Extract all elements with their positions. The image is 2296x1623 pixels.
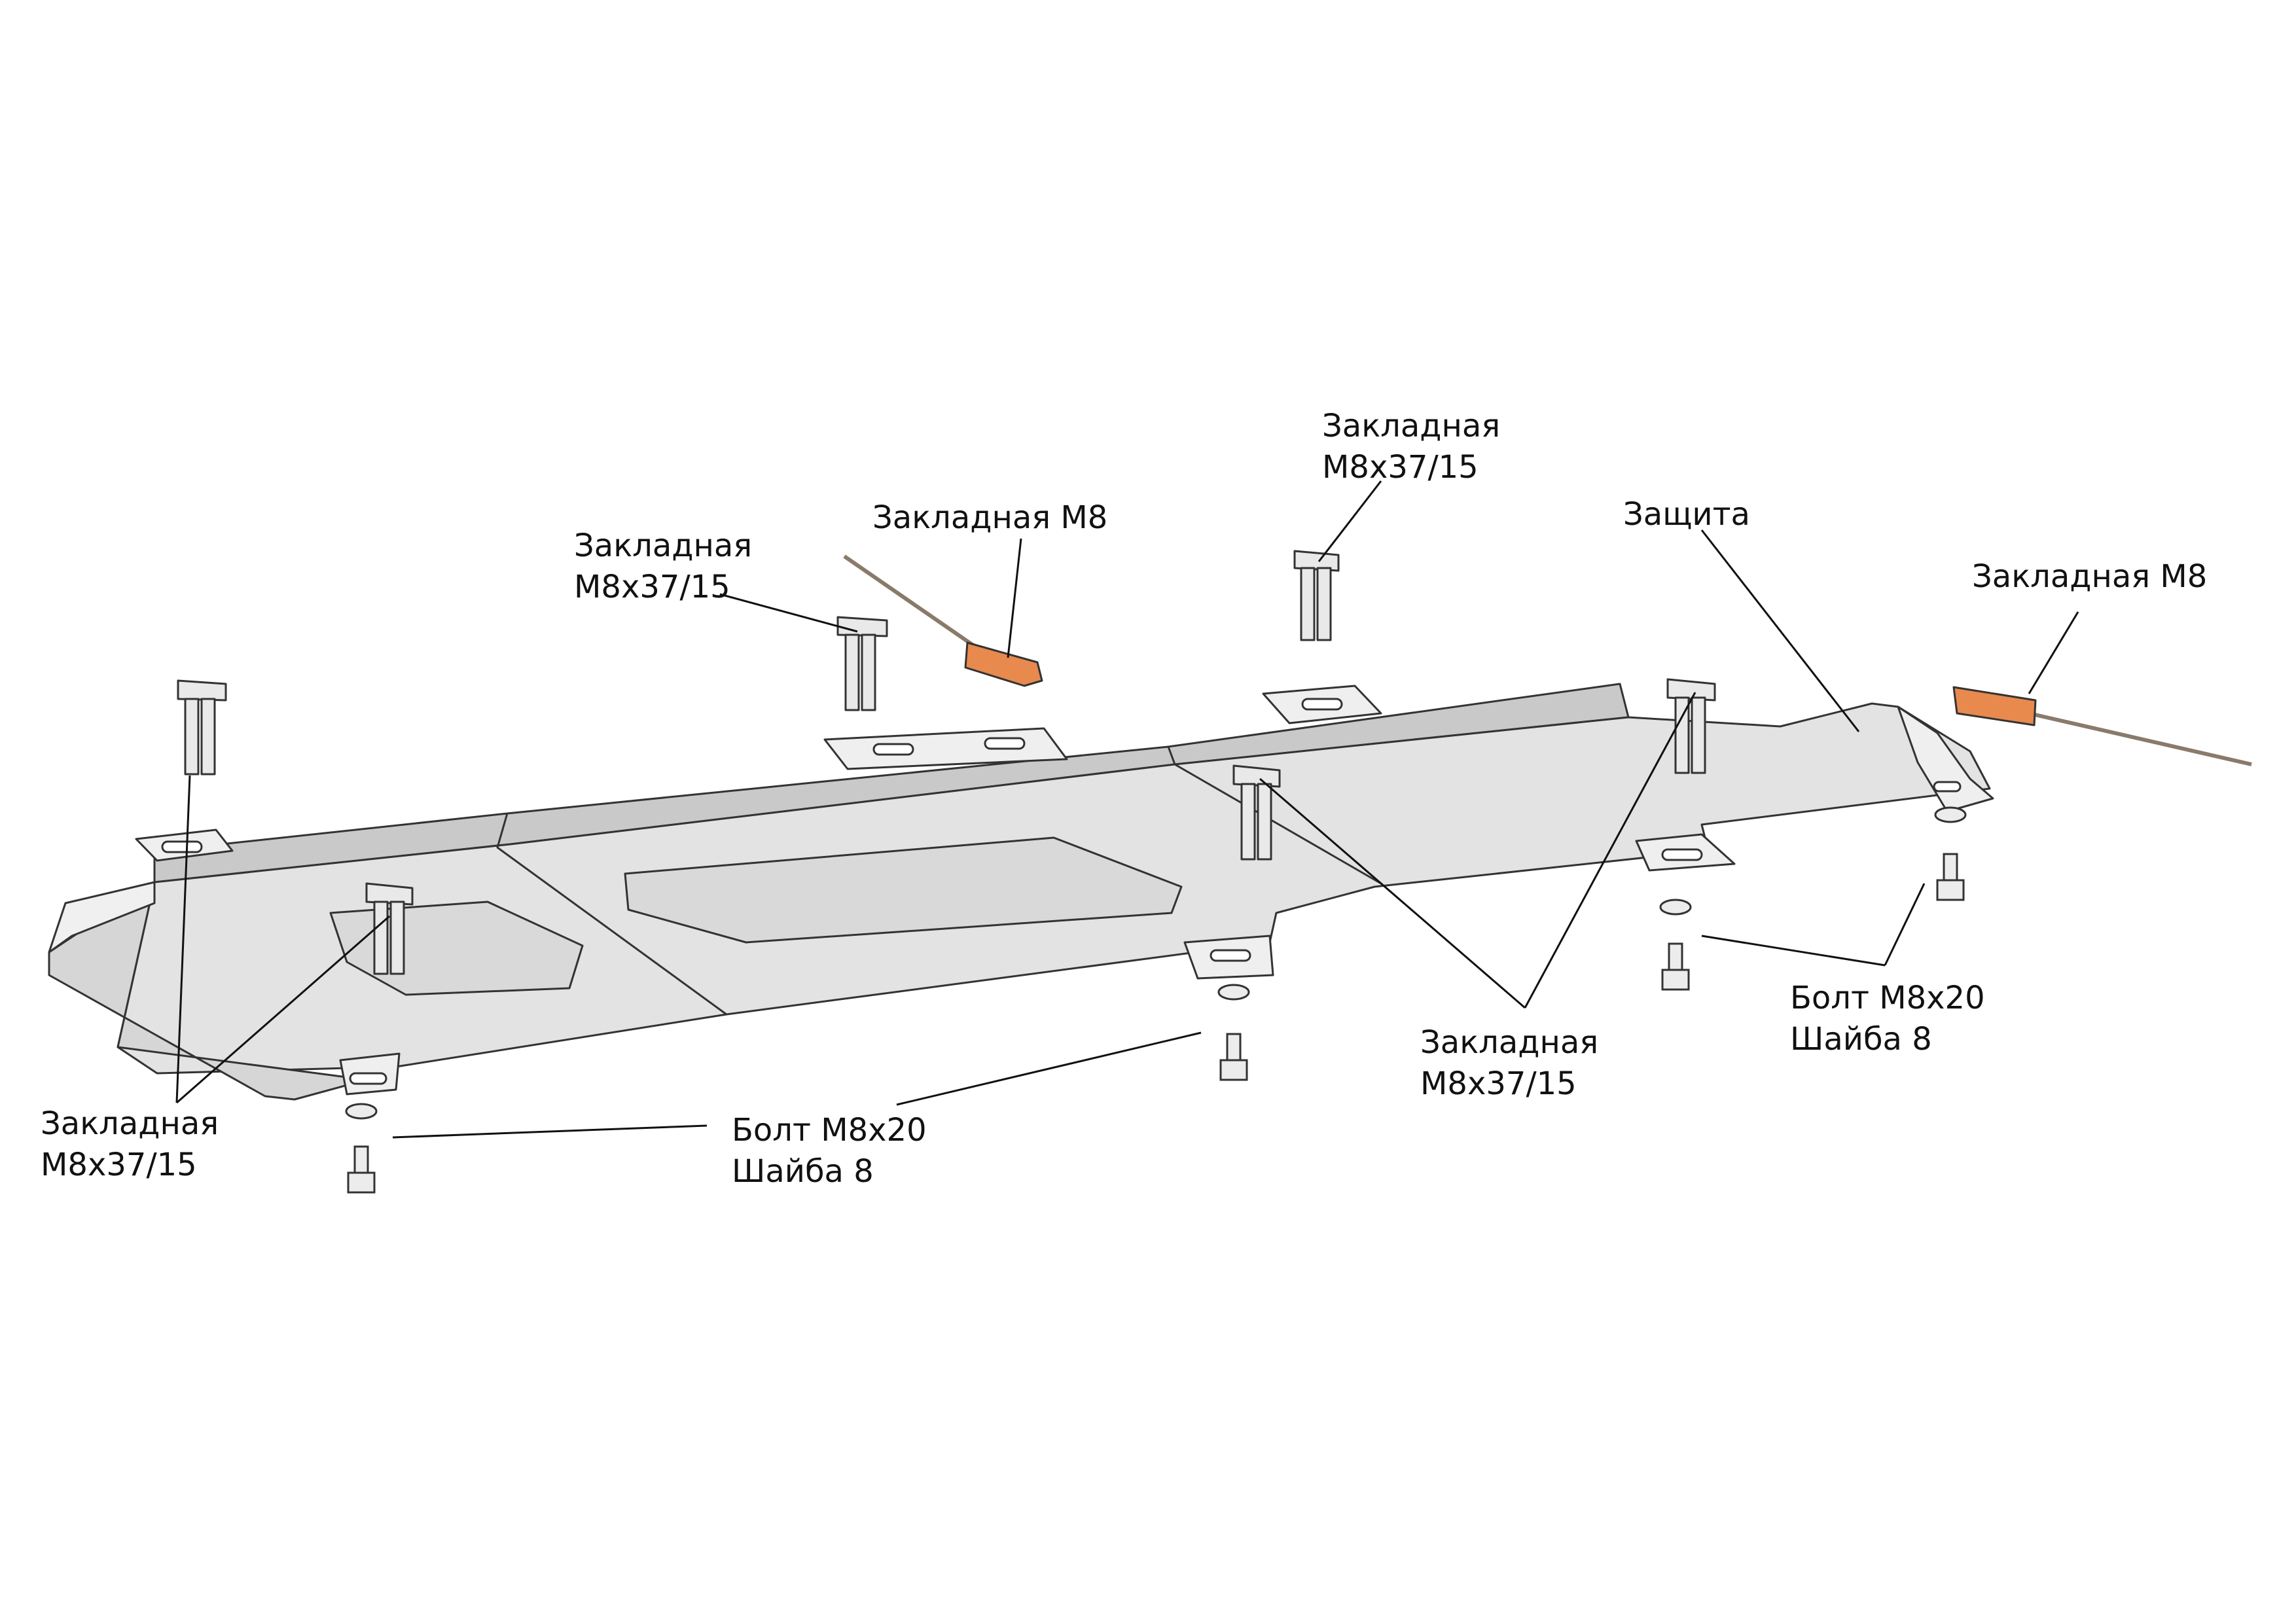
washer-2: [1217, 984, 1250, 1001]
callout-insert-m8-left: Закладная М8: [872, 497, 1107, 539]
callout-insert-left-top-line2: М8х37/15: [574, 569, 730, 605]
washer-4: [1934, 806, 1967, 823]
bolt-4-head: [1936, 879, 1965, 901]
insert-m8-left: [843, 554, 1043, 687]
slot-3: [984, 737, 1026, 750]
guard-left-lip: [48, 881, 156, 954]
fastener-3: [1659, 899, 1692, 991]
callout-insert-bottom-center-line2: М8х37/15: [1420, 1065, 1577, 1102]
insert-m8x37-2: [836, 616, 888, 711]
guard-seam-2: [1167, 746, 1382, 885]
slot-2: [872, 743, 914, 756]
callout-bolt-bottom-center: Болт М8х20 Шайба 8: [732, 1110, 927, 1192]
slot-4: [1301, 698, 1343, 711]
leader-insert-bottom-center-a: [1259, 777, 1526, 1009]
callout-bolt-bottom-center-line2: Шайба 8: [732, 1153, 874, 1190]
callout-insert-m8-right: Закладная М8: [1972, 556, 2207, 597]
bolt-2-head: [1219, 1059, 1248, 1081]
insert-m8x37-4: [1666, 678, 1716, 774]
slot-6: [1210, 949, 1251, 962]
leader-lines: [175, 480, 2079, 1139]
slot-5: [349, 1072, 387, 1085]
bolt-2-shank: [1226, 1033, 1242, 1065]
callout-insert-left-top: Закладная М8х37/15: [574, 526, 752, 608]
leader-bolt-center: [896, 1031, 1202, 1106]
callout-guard-line1: Защита: [1623, 496, 1750, 533]
callout-insert-bottom-center-line1: Закладная: [1420, 1024, 1599, 1061]
slot-7: [1661, 848, 1703, 861]
callout-bolt-bottom-right-line2: Шайба 8: [1790, 1021, 1932, 1058]
callout-insert-m8-right-line1: Закладная М8: [1972, 558, 2208, 595]
callout-bolt-bottom-center-line1: Болт М8х20: [732, 1112, 927, 1149]
fastener-2: [1217, 984, 1250, 1081]
leader-bottom-left-b: [176, 915, 390, 1104]
callout-bolt-bottom-right: Болт М8х20 Шайба 8: [1790, 978, 1985, 1060]
insert-m8-right: [1952, 686, 2252, 766]
fasteners: [345, 806, 1967, 1194]
leader-insert-m8-left: [1007, 538, 1022, 658]
bolt-1-head: [347, 1171, 376, 1194]
callout-guard: Защита: [1623, 494, 1750, 535]
callout-insert-center-top-line2: М8х37/15: [1322, 449, 1479, 486]
callout-insert-left-top-line1: Закладная: [574, 527, 753, 564]
bolt-4-shank: [1943, 853, 1958, 885]
fastener-4: [1934, 806, 1967, 901]
leader-insert-center-top: [1318, 480, 1382, 562]
fastener-1: [345, 1103, 378, 1194]
leader-bolt-right-a: [1701, 935, 1886, 967]
tab-slots: [161, 698, 1962, 1085]
callout-insert-bottom-left-line1: Закладная: [41, 1105, 219, 1142]
leader-insert-bottom-center-b: [1524, 692, 1696, 1008]
leader-bolt-left: [392, 1124, 708, 1139]
callout-bolt-bottom-right-line1: Болт М8х20: [1790, 980, 1985, 1016]
leader-bolt-right-b: [1884, 883, 1926, 966]
insert-m8-right-wire: [2028, 711, 2252, 766]
washer-3: [1659, 899, 1692, 916]
bolt-3-shank: [1668, 942, 1683, 974]
insert-m8-left-body: [964, 641, 1043, 687]
bolt-3-head: [1661, 969, 1690, 991]
slot-1: [161, 840, 203, 853]
callout-insert-center-top-line1: Закладная: [1322, 408, 1501, 444]
washer-1: [345, 1103, 378, 1120]
guard-right-tab: [1897, 705, 1994, 813]
insert-m8x37-3: [1293, 550, 1340, 641]
insert-m8x37-5: [1232, 764, 1281, 861]
insert-m8-right-body: [1952, 686, 2037, 726]
leader-insert-left-top: [719, 593, 858, 633]
callout-insert-bottom-left: Закладная М8х37/15: [41, 1103, 219, 1186]
leader-insert-m8-right: [2028, 611, 2079, 694]
insert-m8x37-1: [177, 679, 227, 776]
callout-insert-bottom-center: Закладная М8х37/15: [1420, 1022, 1598, 1105]
slot-8: [1933, 781, 1962, 793]
guard-left-flange: [48, 881, 368, 1101]
insert-m8-left-wire: [843, 554, 983, 653]
callout-insert-bottom-left-line2: М8х37/15: [41, 1147, 197, 1183]
bolt-1-shank: [353, 1145, 369, 1177]
leader-bottom-left-a: [175, 775, 191, 1103]
callout-insert-m8-left-line1: Закладная М8: [872, 499, 1108, 536]
leader-guard: [1700, 529, 1860, 732]
callout-insert-center-top: Закладная М8х37/15: [1322, 406, 1500, 488]
guard-hatch-right: [624, 836, 1183, 944]
guard-seam-1: [496, 813, 727, 1016]
